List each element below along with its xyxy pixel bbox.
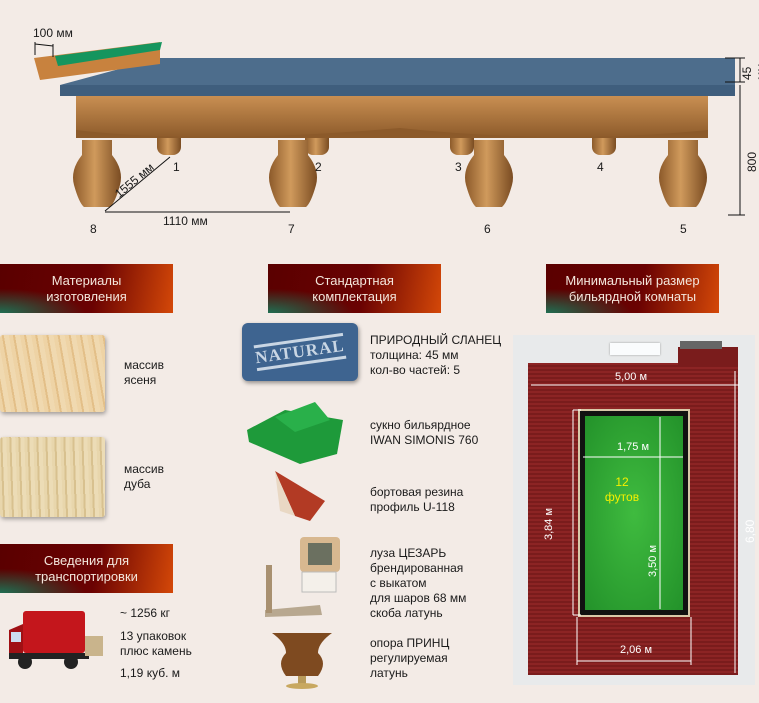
transport-packages: 13 упаковок плюс камень bbox=[120, 629, 192, 658]
leg-support-icon bbox=[272, 633, 332, 689]
oak-label: массив дуба bbox=[124, 462, 165, 491]
ash-label: массив ясеня bbox=[124, 358, 165, 387]
table-size-number: 12 bbox=[615, 475, 629, 489]
room-header: Минимальный размер бильярдной комнаты bbox=[546, 264, 719, 313]
table-size-unit: футов bbox=[604, 490, 640, 504]
pocket-icon bbox=[265, 537, 340, 617]
ash-wood-swatch bbox=[0, 335, 105, 412]
table-width-label: 1,75 м bbox=[617, 441, 650, 453]
slate-label: ПРИРОДНЫЙ СЛАНЕЦ толщина: 45 мм кол-во ч… bbox=[370, 333, 502, 377]
rail-piece bbox=[34, 42, 162, 80]
support-label: опора ПРИНЦ регулируемая латунь bbox=[370, 636, 450, 680]
cushion-rubber-icon bbox=[275, 471, 325, 521]
billiard-table bbox=[578, 409, 690, 617]
legs-front bbox=[73, 140, 707, 207]
table-cloth bbox=[585, 416, 683, 610]
cushion-label: бортовая резина профиль U-118 bbox=[370, 485, 464, 514]
leg-number: 4 bbox=[597, 160, 604, 174]
materials-header: Материалы изготовления bbox=[0, 264, 173, 313]
leg-spacing-label: 1110 мм bbox=[163, 214, 208, 228]
oak-wood-swatch bbox=[0, 437, 105, 517]
room-width-label: 5,00 м bbox=[615, 371, 648, 383]
slate-thickness-label: 45 мм bbox=[740, 63, 759, 81]
table-length-label: 3,50 м bbox=[647, 544, 659, 577]
leg-number: 5 bbox=[680, 222, 687, 236]
leg-number: 8 bbox=[90, 222, 97, 236]
room-length-label: 6,80 м bbox=[743, 519, 759, 543]
height-label: 800 мм bbox=[745, 151, 759, 172]
leg-number: 2 bbox=[315, 160, 322, 174]
transport-header: Сведения для транспортировки bbox=[0, 544, 173, 593]
pocket-label: луза ЦЕЗАРЬ брендированная с выкатом для… bbox=[370, 546, 467, 620]
room-plan: 5,00 м 6,80 м 1,75 м 3,50 м 3,84 м 2,06 … bbox=[513, 335, 759, 685]
rail-width-label: 100 мм bbox=[33, 26, 73, 40]
natural-stamp-text: NATURAL bbox=[253, 332, 347, 372]
leg-number: 1 bbox=[173, 160, 180, 174]
leg-number: 6 bbox=[484, 222, 491, 236]
table-size-label: 12 футов bbox=[597, 475, 647, 505]
room-dimension-lines bbox=[531, 371, 739, 673]
leg-number: 3 bbox=[455, 160, 462, 174]
clear-length-label: 3,84 м bbox=[543, 507, 555, 540]
delivery-truck-icon bbox=[9, 611, 103, 669]
transport-volume: 1,19 куб. м bbox=[120, 666, 180, 680]
leg-number: 7 bbox=[288, 222, 295, 236]
cloth-label: сукно бильярдное IWAN SIMONIS 760 bbox=[370, 418, 479, 447]
cloth-icon bbox=[247, 402, 343, 464]
door bbox=[680, 341, 722, 349]
transport-weight: ~ 1256 кг bbox=[120, 606, 170, 620]
clear-width-label: 2,06 м bbox=[620, 644, 653, 656]
window bbox=[610, 343, 660, 355]
table-diagram bbox=[34, 42, 745, 216]
natural-slate-icon: NATURAL bbox=[242, 323, 358, 381]
standard-header: Стандартная комплектация bbox=[268, 264, 441, 313]
